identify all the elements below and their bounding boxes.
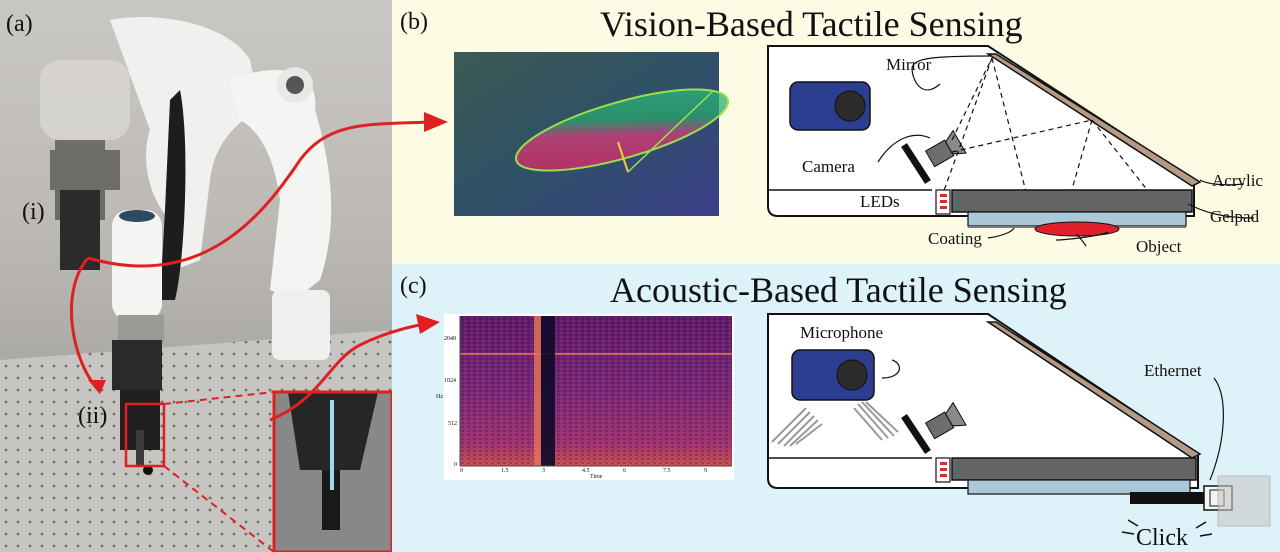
spec-ytick-0: 0	[454, 462, 457, 468]
tactile-image	[454, 52, 730, 216]
vision-title: Vision-Based Tactile Sensing	[600, 4, 1023, 44]
camera-icon-c	[924, 401, 967, 440]
spec-xtick-1: 1.5	[501, 468, 509, 474]
panel-acoustic: (c) Acoustic-Based Tactile Sensing	[392, 264, 1280, 552]
marker-ii: (ii)	[78, 403, 108, 429]
spec-xlabel: Time	[590, 474, 603, 480]
spec-xtick-6: 9	[704, 468, 707, 474]
label-click: Click	[1136, 525, 1188, 551]
ethernet-cable	[1130, 492, 1206, 504]
click-burst	[1121, 519, 1213, 537]
spec-xtick-4: 6	[623, 468, 626, 474]
acoustic-diagram	[444, 313, 1271, 537]
mirror	[985, 53, 1202, 187]
spec-xtick-0: 0	[460, 468, 463, 474]
contact-object	[1034, 221, 1120, 237]
robot-photo: (a) (i) (ii)	[0, 0, 392, 552]
label-camera: Camera	[802, 157, 855, 176]
label-acrylic: Acrylic	[1212, 171, 1263, 190]
spec-xtick-3: 4.5	[582, 468, 590, 474]
panel-a-label: (a)	[6, 11, 33, 37]
camera-mount	[901, 143, 931, 184]
acoustic-title: Acoustic-Based Tactile Sensing	[610, 270, 1067, 310]
panel-vision: (b) Vision-Based Tactile Sensing	[392, 0, 1280, 264]
zoom-source-box	[124, 402, 166, 468]
spectrogram	[444, 314, 734, 480]
label-object: Object	[1136, 237, 1182, 256]
robot-illustration	[0, 16, 392, 552]
sound-waves	[771, 401, 899, 447]
spec-ylabel: Hz	[436, 394, 443, 400]
vision-diagram	[454, 45, 1255, 247]
label-coating: Coating	[928, 229, 982, 248]
spec-ytick-1024: 1024	[444, 378, 456, 384]
label-microphone: Microphone	[800, 323, 884, 342]
vision-sensor-schematic	[767, 45, 1255, 247]
spec-ytick-2048: 2048	[444, 336, 456, 342]
acrylic-layer	[951, 189, 1193, 213]
label-ethernet: Ethernet	[1144, 361, 1202, 380]
panel-c-label: (c)	[400, 273, 427, 299]
acoustic-sensor-schematic	[767, 313, 1271, 537]
label-mirror: Mirror	[886, 55, 932, 74]
camera-icon	[924, 129, 967, 168]
panel-b-label: (b)	[400, 9, 428, 35]
label-leds: LEDs	[860, 192, 900, 211]
spec-xtick-5: 7.5	[663, 468, 671, 474]
spec-ytick-512: 512	[448, 421, 457, 427]
marker-i: (i)	[22, 199, 45, 225]
label-gelpad: Gelpad	[1210, 207, 1260, 226]
spec-xtick-2: 3	[542, 468, 545, 474]
